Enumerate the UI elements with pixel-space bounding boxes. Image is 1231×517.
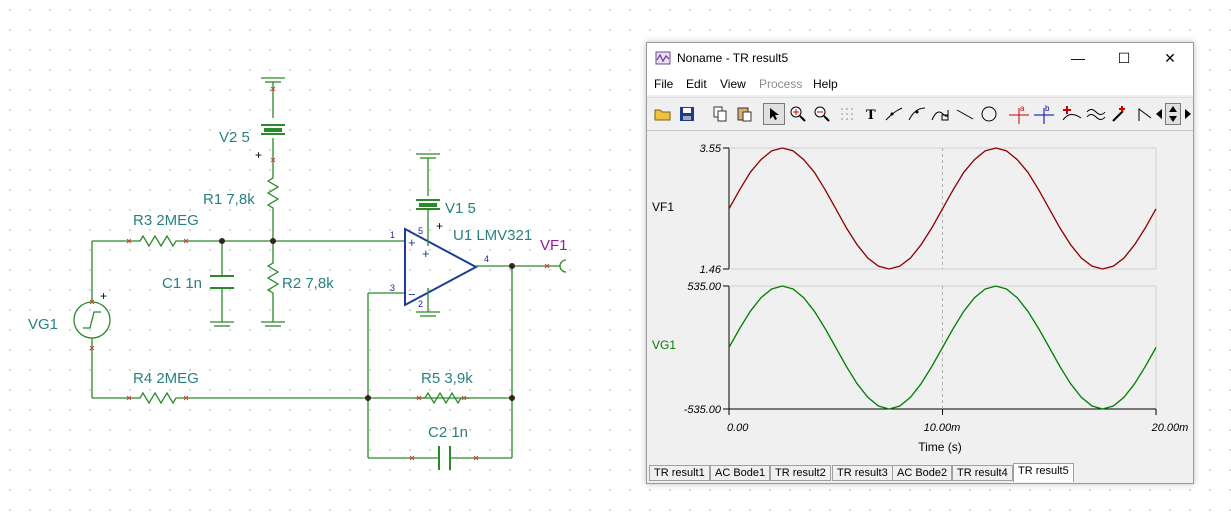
minimize-button[interactable]: — bbox=[1055, 43, 1101, 73]
toolbar: T a b bbox=[647, 97, 1193, 131]
maximize-button[interactable]: ☐ bbox=[1101, 43, 1147, 73]
grid-icon[interactable] bbox=[836, 103, 858, 125]
v1-plus: + bbox=[436, 219, 443, 233]
menu-edit[interactable]: Edit bbox=[686, 77, 707, 91]
tab-tr-result4[interactable]: TR result4 bbox=[952, 465, 1013, 481]
open-folder-icon[interactable] bbox=[652, 103, 674, 125]
vg1-ytick-min: -535.00 bbox=[684, 404, 722, 416]
close-button[interactable]: ✕ bbox=[1147, 43, 1193, 73]
minimize-icon: — bbox=[1071, 50, 1085, 66]
menu-help[interactable]: Help bbox=[813, 77, 838, 91]
xtick-label-1: 10.00m bbox=[924, 422, 961, 434]
transient-plot[interactable]: 3.55 1.46 VF1 535.00 -535.00 VG1 0.00 10… bbox=[647, 131, 1193, 465]
vf1-series-line bbox=[728, 147, 1157, 270]
svg-text:a: a bbox=[1020, 104, 1025, 113]
paste-icon[interactable] bbox=[733, 103, 755, 125]
u1-label: U1 LMV321 bbox=[453, 227, 532, 244]
v1-label: V1 5 bbox=[445, 200, 476, 217]
pin-4: 4 bbox=[484, 254, 489, 264]
vg1-series-label: VG1 bbox=[652, 338, 676, 352]
xtick-label-0: 0.00 bbox=[727, 422, 749, 434]
vg1-ytick-max: 535.00 bbox=[687, 281, 722, 293]
window-title: Noname - TR result5 bbox=[677, 51, 789, 65]
opamp-minus: − bbox=[408, 287, 416, 302]
tab-ac-bode1[interactable]: AC Bode1 bbox=[710, 465, 771, 481]
vf1-series-label: VF1 bbox=[652, 200, 674, 214]
v2-plus: + bbox=[255, 148, 262, 162]
vf1-ytick-max: 3.55 bbox=[700, 143, 722, 155]
v2-label: V2 5 bbox=[219, 129, 250, 146]
tab-tr-result3[interactable]: TR result3 bbox=[832, 465, 893, 481]
tab-tr-result1[interactable]: TR result1 bbox=[649, 465, 710, 481]
copy-icon[interactable] bbox=[709, 103, 731, 125]
cursor-b-icon[interactable]: b bbox=[1033, 103, 1055, 125]
add-curve-icon[interactable] bbox=[1061, 103, 1083, 125]
c2-label: C2 1n bbox=[428, 424, 468, 441]
pin-3: 3 bbox=[390, 283, 395, 293]
opamp-plus: + bbox=[408, 235, 416, 250]
menu-view[interactable]: View bbox=[720, 77, 746, 91]
vf1-label: VF1 bbox=[540, 237, 568, 254]
result-tabs: TR result1 AC Bode1 TR result2 TR result… bbox=[647, 463, 1193, 483]
pin-2: 2 bbox=[418, 299, 423, 309]
marker-icon[interactable] bbox=[1134, 103, 1156, 125]
curve-2-icon[interactable] bbox=[906, 103, 928, 125]
title-bar[interactable]: Noname - TR result5 — ☐ ✕ bbox=[647, 43, 1193, 73]
r4-label: R4 2MEG bbox=[133, 370, 199, 387]
tab-ac-bode2[interactable]: AC Bode2 bbox=[892, 465, 953, 481]
schematic-canvas[interactable]: V2 5 R1 7,8k R3 2MEG C1 1n R2 7,8k VG1 R… bbox=[0, 0, 640, 517]
save-icon[interactable] bbox=[676, 103, 698, 125]
r1-label: R1 7,8k bbox=[203, 191, 255, 208]
r5-label: R5 3,9k bbox=[421, 370, 473, 387]
app-icon bbox=[655, 51, 671, 65]
menu-process[interactable]: Process bbox=[759, 77, 803, 91]
opamp-plus-inner: + bbox=[422, 246, 430, 261]
circle-icon[interactable] bbox=[978, 103, 1000, 125]
line-icon[interactable] bbox=[954, 103, 976, 125]
probe-icon[interactable] bbox=[1109, 103, 1131, 125]
curve-1-icon[interactable] bbox=[883, 103, 905, 125]
tr-result-window[interactable]: Noname - TR result5 — ☐ ✕ File Edit View… bbox=[646, 42, 1194, 484]
text-icon[interactable]: T bbox=[860, 103, 882, 125]
scroll-updown-icon[interactable] bbox=[1165, 103, 1181, 125]
plot-area[interactable]: 3.55 1.46 VF1 535.00 -535.00 VG1 0.00 10… bbox=[647, 131, 1193, 465]
tab-tr-result5[interactable]: TR result5 bbox=[1013, 463, 1074, 482]
scroll-right-icon[interactable] bbox=[1181, 103, 1194, 125]
svg-text:T: T bbox=[866, 108, 876, 121]
pointer-icon[interactable] bbox=[763, 103, 785, 125]
zoom-100-icon[interactable] bbox=[811, 103, 833, 125]
close-icon: ✕ bbox=[1164, 49, 1176, 66]
curve-3-icon[interactable] bbox=[929, 103, 951, 125]
vg1-plus: + bbox=[100, 289, 107, 303]
zoom-in-icon[interactable] bbox=[787, 103, 809, 125]
cursor-a-icon[interactable]: a bbox=[1008, 103, 1030, 125]
c1-label: C1 1n bbox=[162, 275, 202, 292]
vf1-ytick-min: 1.46 bbox=[700, 264, 722, 276]
pin-5: 5 bbox=[418, 226, 423, 236]
xtick-label-2: 20.00m bbox=[1151, 422, 1189, 434]
menu-bar: File Edit View Process Help bbox=[647, 73, 1193, 95]
menu-file[interactable]: File bbox=[654, 77, 674, 91]
scroll-left-icon[interactable] bbox=[1152, 103, 1165, 125]
r3-label: R3 2MEG bbox=[133, 212, 199, 229]
maximize-icon: ☐ bbox=[1117, 49, 1131, 66]
r2-label: R2 7,8k bbox=[282, 275, 334, 292]
vg1-series-line bbox=[728, 285, 1157, 410]
tab-tr-result2[interactable]: TR result2 bbox=[770, 465, 831, 481]
wave-icon[interactable] bbox=[1085, 103, 1107, 125]
x-axis-label: Time (s) bbox=[918, 440, 962, 454]
pin-1: 1 bbox=[390, 230, 395, 240]
vg1-label: VG1 bbox=[28, 316, 58, 333]
svg-text:b: b bbox=[1045, 104, 1050, 113]
